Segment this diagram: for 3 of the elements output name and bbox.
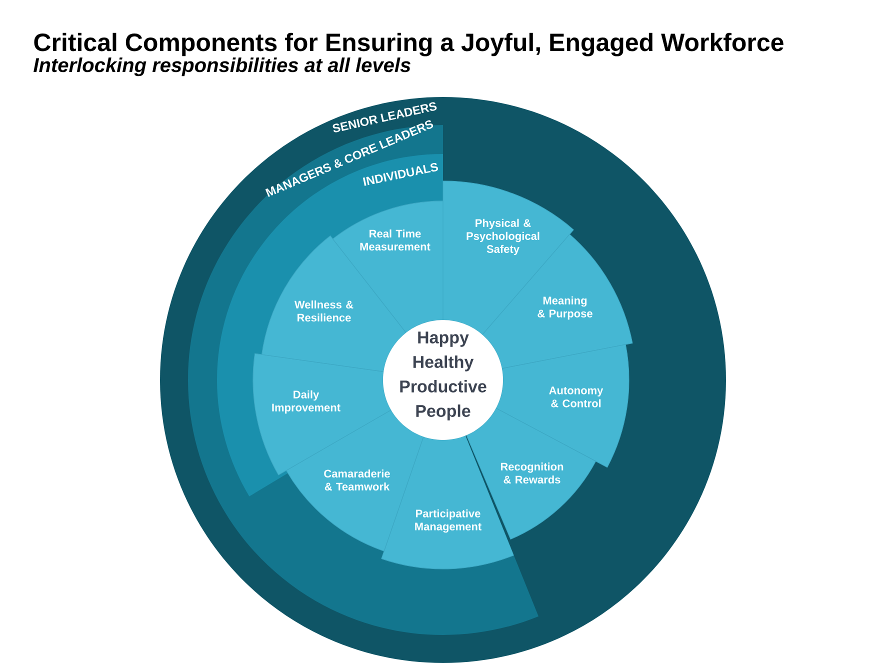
- title: Critical Components for Ensuring a Joyful, Engaged Workforce: [34, 32, 784, 56]
- node-label: Autonomy & Control: [549, 386, 604, 408]
- subtitle: Interlocking responsibilities at all levels: [34, 58, 410, 76]
